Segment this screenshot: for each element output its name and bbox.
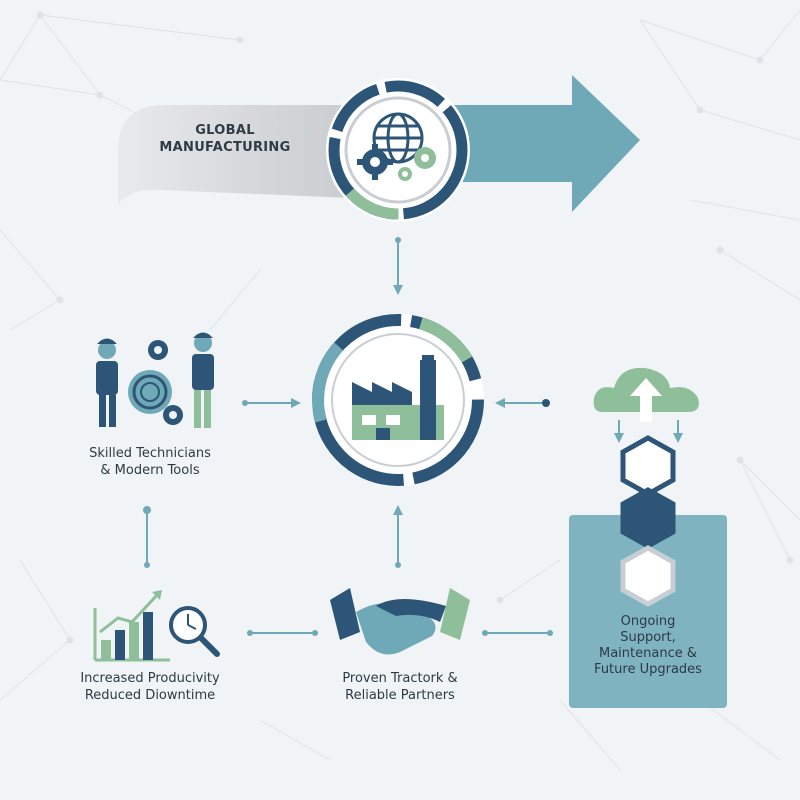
technicians-label-line2: & Modern Tools xyxy=(100,463,200,478)
banner-title-line2: MANUFACTURING xyxy=(159,140,291,155)
background-network xyxy=(0,9,800,771)
technicians-label-line1: Skilled Technicians xyxy=(89,446,211,461)
bar-chart-icon xyxy=(93,590,170,662)
support-panel xyxy=(569,515,727,708)
productivity-label-line2: Reduced Diowntime xyxy=(84,688,216,703)
magnifier-clock-icon xyxy=(169,606,220,657)
support-label-line1: Ongoing xyxy=(620,614,676,629)
workers-icon xyxy=(96,332,214,428)
gear-icon xyxy=(357,144,436,181)
technicians-label: Skilled Technicians & Modern Tools xyxy=(55,445,245,479)
support-label-line2: Support, xyxy=(620,630,676,645)
globe-icon xyxy=(372,112,424,164)
hexagon-chain-icon xyxy=(620,435,676,607)
partners-label-line2: Reliable Partners xyxy=(345,688,455,703)
support-label-line4: Future Upgrades xyxy=(594,662,702,677)
partners-label-line1: Proven Tractork & xyxy=(342,671,458,686)
banner-title-line1: GLOBAL xyxy=(195,123,255,138)
factory-icon xyxy=(352,355,444,440)
cloud-upload-icon xyxy=(593,367,699,443)
partners-label: Proven Tractork & Reliable Partners xyxy=(300,670,500,704)
productivity-label-line1: Increased Producivity xyxy=(80,671,220,686)
banner-title: GLOBAL MANUFACTURING xyxy=(150,122,300,156)
handshake-icon xyxy=(330,588,470,655)
support-label-line3: Maintenance & xyxy=(599,646,697,661)
support-label: Ongoing Support, Maintenance & Future Up… xyxy=(569,614,727,678)
productivity-label: Increased Producivity Reduced Diowntime xyxy=(45,670,255,704)
